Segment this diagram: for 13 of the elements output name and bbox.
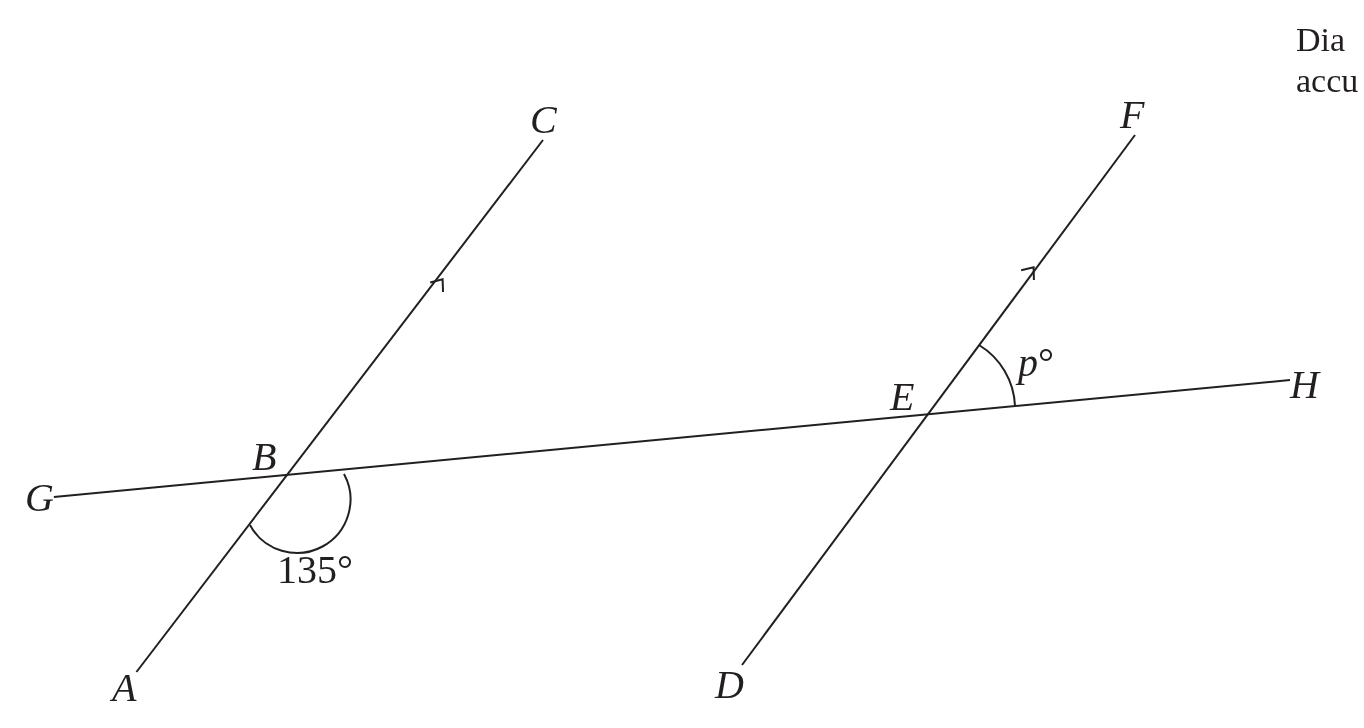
point-label: A — [112, 668, 137, 708]
straight-line — [52, 379, 1291, 498]
point-label: C — [530, 100, 557, 140]
note-text: Dia accu — [1296, 20, 1360, 101]
point-label: F — [1120, 95, 1145, 135]
straight-line — [135, 139, 544, 673]
angle-label: 135° — [277, 550, 353, 590]
point-label: H — [1290, 365, 1319, 405]
point-label: G — [25, 478, 54, 518]
point-label: E — [890, 377, 915, 417]
point-label: D — [715, 665, 744, 705]
straight-line — [741, 134, 1136, 666]
point-label: B — [252, 437, 277, 477]
